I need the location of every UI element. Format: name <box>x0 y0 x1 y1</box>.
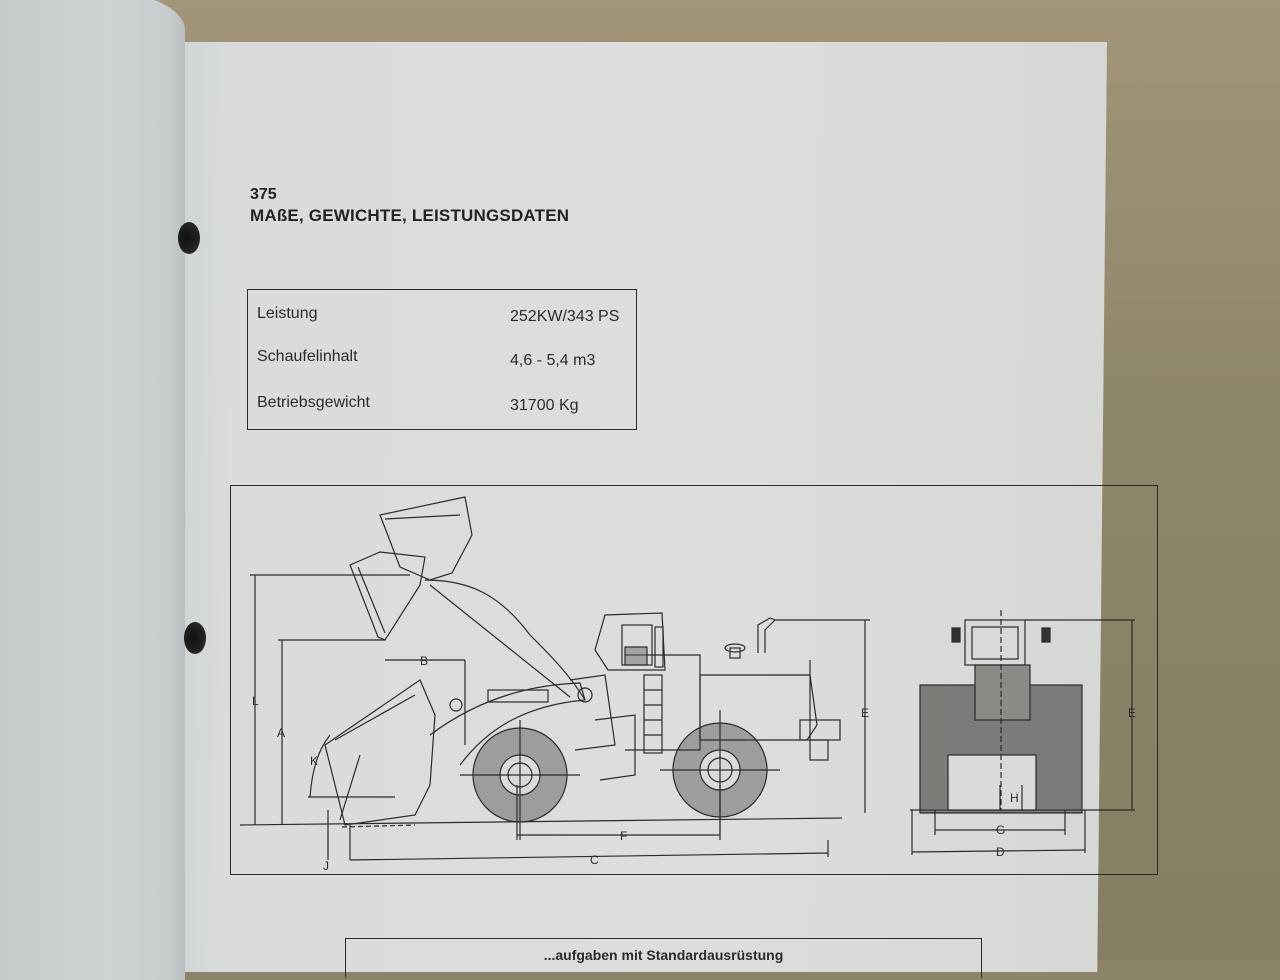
dim-label-K: K <box>310 754 318 768</box>
binder-hole-top <box>178 222 200 254</box>
spec-value-weight: 31700 Kg <box>510 397 579 414</box>
spec-label-bucket: Schaufelinhalt <box>257 348 358 365</box>
spec-value-power: 252KW/343 PS <box>510 308 620 325</box>
dim-label-H: H <box>1010 791 1019 805</box>
dim-label-E-front: E <box>1128 706 1136 720</box>
dim-label-E-side: E <box>861 706 869 720</box>
spec-label-power: Leistung <box>257 305 318 322</box>
dim-label-L: L <box>252 694 259 708</box>
dim-label-C: C <box>590 853 599 867</box>
equipment-table-title: ...aufgaben mit Standardausrüstung <box>543 947 784 963</box>
wheel-loader-drawing: L A B K J F C E E H G D <box>239 496 1136 873</box>
page-title: MAßE, GEWICHTE, LEISTUNGSDATEN <box>250 206 570 225</box>
dim-label-A: A <box>277 726 285 740</box>
spec-table: Leistung 252KW/343 PS Schaufelinhalt 4,6… <box>247 289 637 430</box>
page-number: 375 <box>250 186 277 203</box>
diagram-frame <box>230 485 1158 875</box>
dim-label-G: G <box>996 823 1005 837</box>
dim-label-B: B <box>420 654 428 668</box>
equipment-table: ...aufgaben mit Standardausrüstung <box>345 938 982 978</box>
spec-value-bucket: 4,6 - 5,4 m3 <box>510 352 596 369</box>
dim-label-F: F <box>620 829 627 843</box>
binder-hole-bottom <box>184 622 206 654</box>
left-page-curl <box>0 0 185 980</box>
dim-label-D: D <box>996 845 1005 859</box>
dim-label-J: J <box>323 859 329 873</box>
spec-label-weight: Betriebsgewicht <box>257 394 370 411</box>
